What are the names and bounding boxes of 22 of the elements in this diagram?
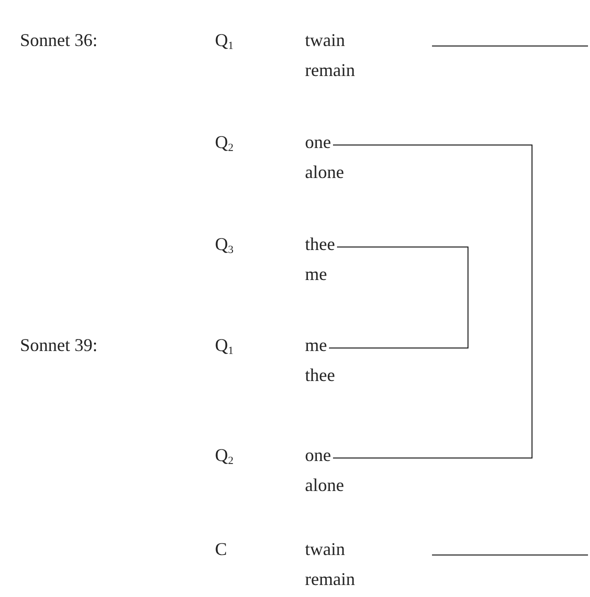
word: alone bbox=[305, 162, 344, 182]
bracket-line bbox=[332, 144, 532, 458]
word: me bbox=[305, 335, 327, 355]
word: twain bbox=[305, 30, 345, 50]
quatrain-label: Q$_{2}$ bbox=[215, 131, 234, 153]
word: one bbox=[305, 445, 331, 465]
word: one bbox=[305, 132, 331, 152]
bracket-line bbox=[328, 246, 468, 348]
word: remain bbox=[305, 60, 355, 80]
quatrain-label: Q$_{2}$ bbox=[215, 444, 234, 466]
sonnet-label: Sonnet 39: bbox=[20, 334, 98, 356]
quatrain-label: Q$_{1}$ bbox=[215, 334, 234, 356]
word: alone bbox=[305, 475, 344, 495]
quatrain-label: Q$_{1}$ bbox=[215, 29, 234, 51]
word: remain bbox=[305, 569, 355, 589]
word: me bbox=[305, 264, 327, 284]
quatrain-label: Q$_{3}$ bbox=[215, 233, 234, 255]
word: thee bbox=[305, 234, 335, 254]
sonnet-label: Sonnet 36: bbox=[20, 29, 98, 51]
quatrain-label: C bbox=[215, 538, 228, 560]
word: thee bbox=[305, 365, 335, 385]
word: twain bbox=[305, 539, 345, 559]
